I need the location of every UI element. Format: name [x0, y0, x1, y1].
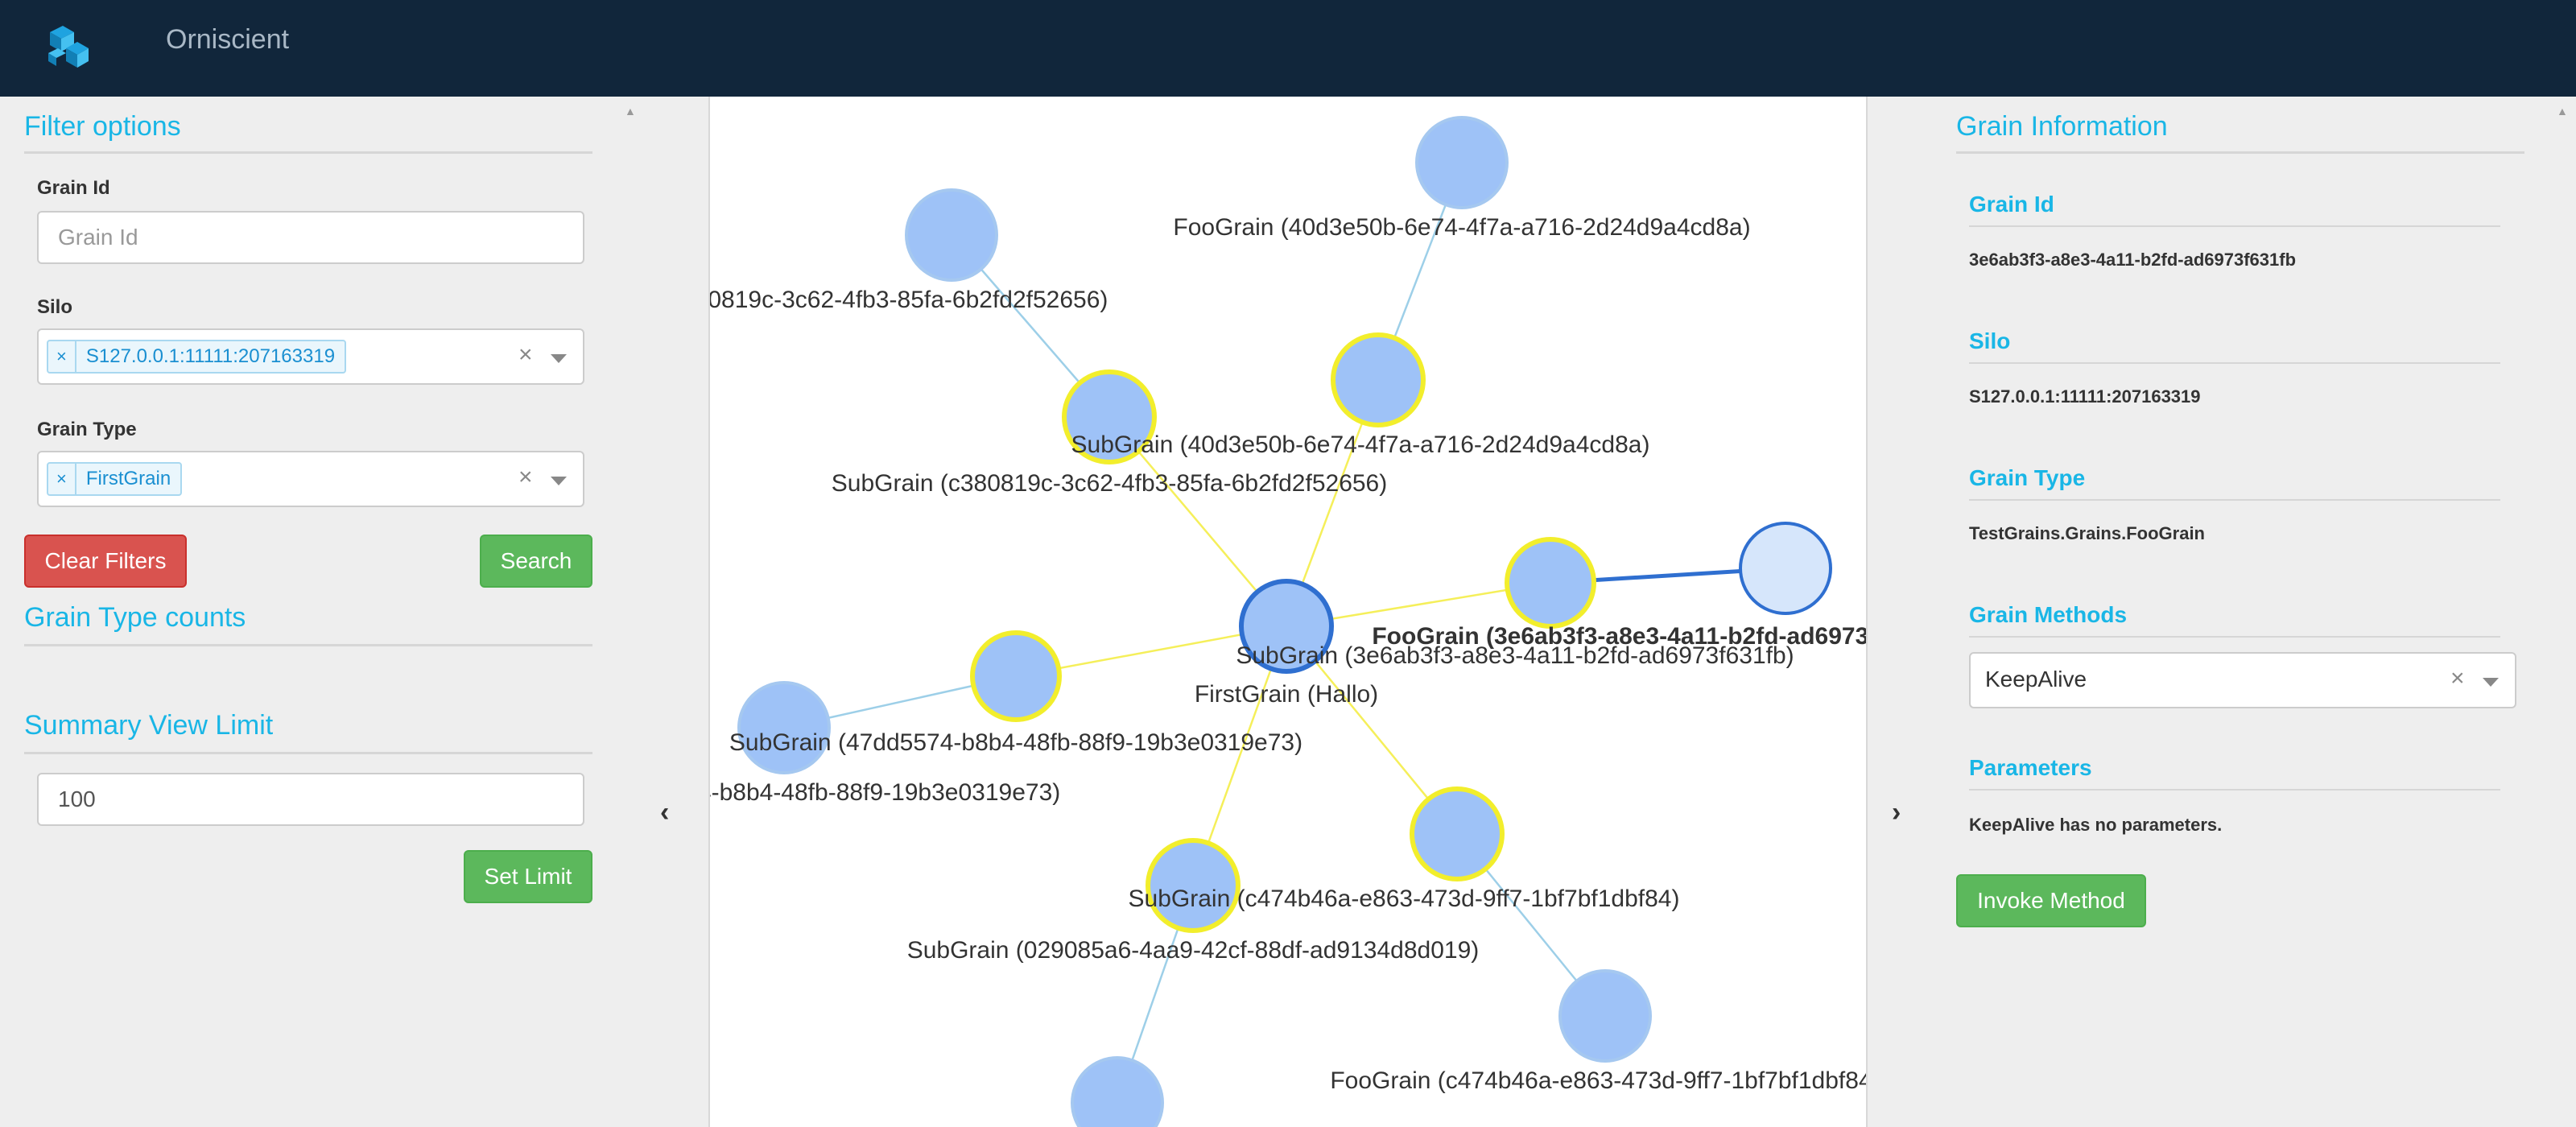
grain-type-tag-label: FirstGrain [85, 468, 171, 489]
info-silo-value: S127.0.0.1:11111:207163319 [1969, 386, 2201, 407]
divider [1969, 499, 2500, 501]
grain-methods-label: Grain Methods [1969, 602, 2128, 627]
summary-view-limit-title: Summary View Limit [24, 710, 274, 741]
info-grain-type-value: TestGrains.Grains.FooGrain [1969, 523, 2205, 543]
grain-type-select[interactable]: × FirstGrain × [37, 451, 584, 507]
orniscient-logo-icon [48, 26, 89, 68]
grain-type-clear-icon[interactable]: × [518, 464, 533, 490]
divider [1969, 362, 2500, 364]
set-limit-button[interactable]: Set Limit [464, 850, 592, 903]
grain-info-panel: Grain Information Grain Id 3e6ab3f3-a8e3… [1956, 97, 2576, 1127]
clear-filters-button[interactable]: Clear Filters [24, 535, 187, 588]
graph-node-label: FooGrain (47dd5574-b8b4-48fb-88f9-19b3e0… [710, 779, 1060, 806]
method-clear-icon[interactable]: × [2450, 665, 2465, 691]
divider [24, 151, 592, 154]
chevron-down-icon[interactable] [551, 354, 567, 363]
graph-node-sub[interactable] [1062, 369, 1157, 464]
graph-node-sub[interactable] [1505, 537, 1596, 629]
divider [1969, 225, 2500, 227]
graph-node-label: FooGrain (40d3e50b-6e74-4f7a-a716-2d24d9… [1173, 214, 1750, 241]
graph-node-label: FooGrain (3e6ab3f3-a8e3-4a11-b2fd-ad6973… [1372, 623, 1868, 650]
graph-node-label: SubGrain (029085a6-4aa9-42cf-88df-ad9134… [907, 937, 1480, 964]
silo-clear-icon[interactable]: × [518, 341, 533, 368]
info-grain-id-label: Grain Id [1969, 192, 2054, 217]
graph-node-label: FirstGrain (Hallo) [1195, 681, 1378, 708]
grain-method-selected: KeepAlive [1985, 667, 2087, 691]
graph-node-label: SubGrain (c380819c-3c62-4fb3-85fa-6b2fd2… [832, 470, 1387, 497]
scroll-up-icon[interactable]: ▲ [625, 105, 636, 118]
info-grain-id-value: 3e6ab3f3-a8e3-4a11-b2fd-ad6973f631fb [1969, 250, 2297, 270]
divider [1969, 636, 2500, 638]
right-gutter [1868, 97, 1956, 1127]
info-silo-label: Silo [1969, 328, 2011, 353]
grain-method-select[interactable]: KeepAlive × [1969, 652, 2516, 708]
silo-tag-remove-icon[interactable]: × [48, 341, 76, 372]
top-navbar: Orniscient [0, 0, 2576, 97]
silo-tag: × S127.0.0.1:11111:207163319 [47, 340, 347, 374]
info-grain-type-label: Grain Type [1969, 465, 2086, 490]
graph-node-label: FooGrain (c474b46a-e863-473d-9ff7-1bf7bf… [1330, 1067, 1868, 1094]
chevron-down-icon[interactable] [2483, 678, 2499, 687]
graph-node-foo[interactable] [1558, 969, 1652, 1063]
expand-right-icon[interactable]: › [1892, 797, 1901, 828]
graph-node-label: SubGrain (3e6ab3f3-a8e3-4a11-b2fd-ad6973… [1236, 642, 1794, 669]
search-button[interactable]: Search [480, 535, 592, 588]
grain-graph[interactable]: FooGrain (40d3e50b-6e74-4f7a-a716-2d24d9… [708, 97, 1868, 1127]
collapse-left-icon[interactable]: ‹ [660, 797, 670, 828]
app-title[interactable]: Orniscient [166, 24, 290, 55]
silo-tag-label: S127.0.0.1:11111:207163319 [85, 345, 336, 367]
filter-panel: Filter options Grain Id Silo × S127.0.0.… [0, 97, 620, 1127]
graph-node-label: SubGrain (c474b46a-e863-473d-9ff7-1bf7bf… [1129, 886, 1680, 912]
parameters-label: Parameters [1969, 755, 2092, 780]
graph-node-foo[interactable] [1071, 1056, 1164, 1127]
graph-node-selected[interactable] [1739, 522, 1832, 615]
graph-node-sub[interactable] [1410, 786, 1505, 881]
graph-node-foo[interactable] [905, 188, 998, 282]
silo-select[interactable]: × S127.0.0.1:11111:207163319 × [37, 328, 584, 385]
graph-node-foo[interactable] [1415, 116, 1509, 209]
graph-node-sub[interactable] [1331, 332, 1426, 427]
grain-id-input[interactable] [37, 211, 584, 264]
parameters-text: KeepAlive has no parameters. [1969, 815, 2223, 835]
graph-node-label: SubGrain (47dd5574-b8b4-48fb-88f9-19b3e0… [729, 729, 1302, 756]
graph-node-sub[interactable] [970, 630, 1062, 722]
divider [1969, 789, 2500, 791]
chevron-down-icon[interactable] [551, 477, 567, 485]
invoke-method-button[interactable]: Invoke Method [1956, 874, 2146, 927]
divider [24, 752, 592, 754]
grain-type-tag: × FirstGrain [47, 462, 183, 496]
grain-type-counts-title: Grain Type counts [24, 602, 246, 633]
graph-node-root[interactable] [1239, 579, 1334, 674]
grain-type-label: Grain Type [37, 419, 137, 440]
summary-limit-input[interactable] [37, 773, 584, 826]
grain-information-title: Grain Information [1956, 111, 2168, 142]
divider [24, 644, 592, 646]
graph-node-sub[interactable] [1146, 838, 1241, 933]
silo-label: Silo [37, 296, 73, 318]
grain-id-label: Grain Id [37, 177, 110, 199]
graph-node-foo[interactable] [737, 681, 831, 774]
scroll-up-icon[interactable]: ▲ [2557, 105, 2568, 118]
filter-options-title: Filter options [24, 111, 181, 142]
divider [1956, 151, 2524, 154]
graph-node-label: SubGrain (40d3e50b-6e74-4f7a-a716-2d24d9… [1071, 431, 1650, 458]
grain-type-tag-remove-icon[interactable]: × [48, 464, 76, 494]
graph-canvas[interactable]: FooGrain (40d3e50b-6e74-4f7a-a716-2d24d9… [710, 97, 1868, 1127]
graph-node-label: FooGrain (c380819c-3c62-4fb3-85fa-6b2fd2… [710, 287, 1108, 313]
left-gutter [620, 97, 708, 1127]
